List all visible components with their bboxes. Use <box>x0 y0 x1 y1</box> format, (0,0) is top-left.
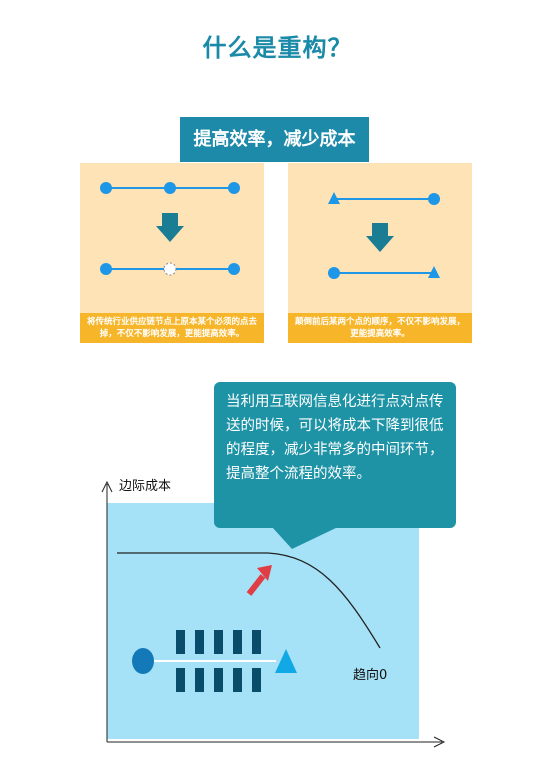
node-dot <box>164 182 176 194</box>
node-dot <box>228 263 240 275</box>
down-arrow-icon <box>156 213 184 242</box>
chart-background <box>107 503 419 739</box>
panel-right-diagram <box>328 192 440 279</box>
step-bar <box>252 630 261 654</box>
panel-left-diagram <box>100 182 240 276</box>
step-bar <box>176 630 185 654</box>
down-arrow-icon <box>366 223 394 252</box>
node-dot <box>100 182 112 194</box>
end-triangle <box>275 649 297 673</box>
y-axis-arrowhead <box>101 480 113 493</box>
subtitle-banner: 提高效率，减少成本 <box>180 117 369 162</box>
step-bar <box>214 668 223 692</box>
removed-node-dot <box>163 262 177 276</box>
x-axis-arrowhead <box>433 736 446 748</box>
panel-left-note: 将传统行业供应链节点上原本某个必须的点去掉，不仅不影响发展，更能提高效率。 <box>80 313 264 343</box>
page-title: 什么是重构？ <box>202 34 353 62</box>
panel-remove-node: 将传统行业供应链节点上原本某个必须的点去掉，不仅不影响发展，更能提高效率。 <box>80 163 264 343</box>
diagonal-up-arrow-icon <box>246 565 272 596</box>
step-bar <box>195 630 204 654</box>
callout-box: 当利用互联网信息化进行点对点传送的时候，可以将成本下降到很低的程度，减少非常多的… <box>214 382 456 528</box>
node-dot <box>328 267 340 279</box>
step-bar <box>214 630 223 654</box>
step-bar <box>195 668 204 692</box>
intermediate-steps <box>176 630 261 692</box>
step-bar <box>233 630 242 654</box>
callout-pointer <box>272 527 338 549</box>
node-dot <box>228 182 240 194</box>
y-axis-label: 边际成本 <box>119 479 172 494</box>
step-bar <box>176 668 185 692</box>
panel-right-note: 颠倒前后某两个点的顺序，不仅不影响发展，更能提高效率。 <box>288 313 472 343</box>
node-dot <box>100 263 112 275</box>
step-bar <box>233 668 242 692</box>
start-node <box>132 648 154 674</box>
panel-swap-nodes: 颠倒前后某两个点的顺序，不仅不影响发展，更能提高效率。 <box>288 163 472 343</box>
triangle-node <box>428 266 440 278</box>
step-bar <box>252 668 261 692</box>
triangle-node <box>328 192 340 204</box>
cost-curve <box>117 552 381 649</box>
curve-end-label: 趋向0 <box>353 668 388 683</box>
node-dot <box>428 193 440 205</box>
